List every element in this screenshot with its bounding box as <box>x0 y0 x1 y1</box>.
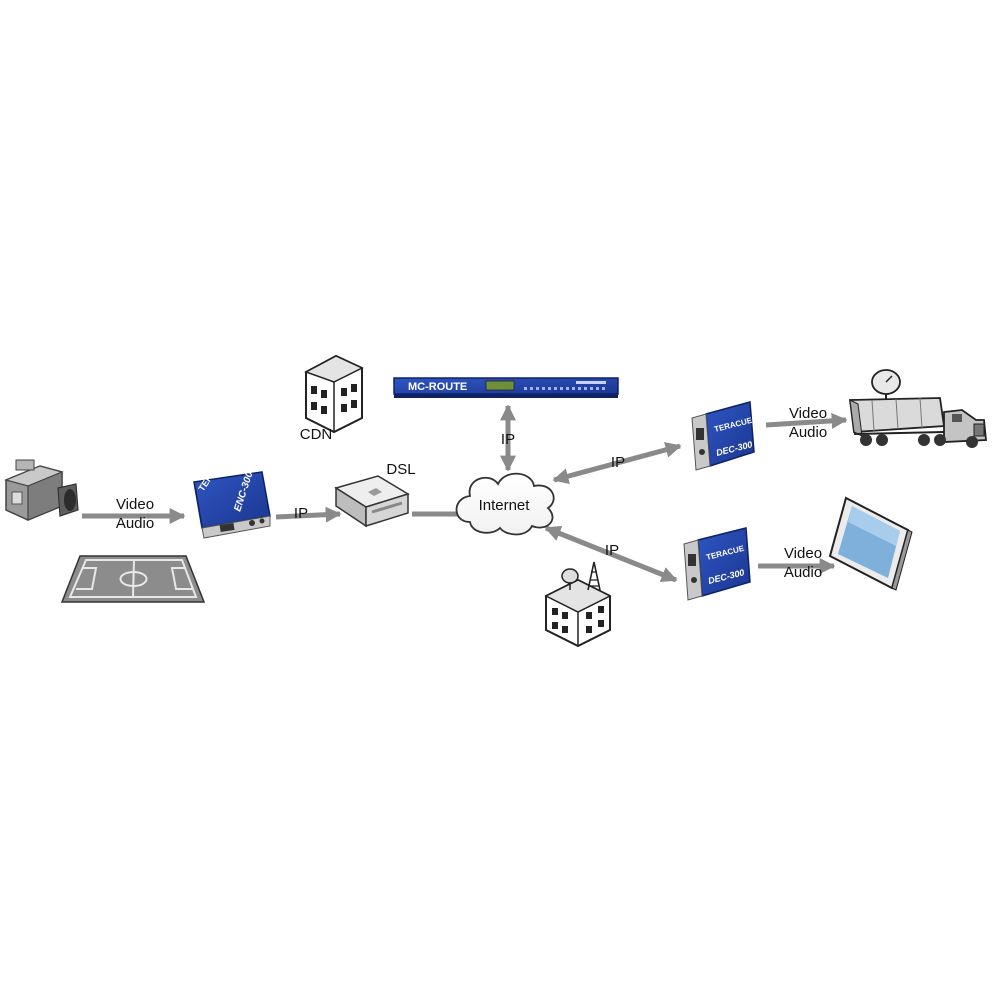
encoder-device: TERACUE ENC-300 <box>193 451 271 539</box>
video-label-truck: Video <box>789 405 827 422</box>
soccer-field-icon <box>60 555 206 603</box>
audio-label-encoder: Audio <box>116 515 154 532</box>
audio-label-monitor: Audio <box>784 564 822 581</box>
connection-lines <box>82 404 848 583</box>
audio-label-truck: Audio <box>789 424 827 441</box>
router-device: MC-ROUTE <box>393 377 619 398</box>
satellite-truck-icon <box>848 369 987 448</box>
cloud-icon <box>455 472 555 536</box>
internet-label: Internet <box>479 497 531 514</box>
cdn-label: CDN <box>300 426 333 443</box>
dsl-label: DSL <box>386 461 415 478</box>
flat-screen-monitor-icon <box>828 496 913 591</box>
video-label-monitor: Video <box>784 545 822 562</box>
ip-label-internet-router: IP <box>501 431 515 448</box>
dsl-modem-icon <box>334 475 410 528</box>
video-camera-icon <box>4 459 79 521</box>
video-label-encoder: Video <box>116 496 154 513</box>
arrow-dec-top-to-truck <box>765 412 848 429</box>
broadcast-station-icon <box>544 561 612 648</box>
ip-label-encoder-dsl: IP <box>294 505 308 522</box>
router-name: MC-ROUTE <box>408 381 467 393</box>
arrow-internet-dec-top <box>552 442 682 484</box>
ip-label-internet-dec-top: IP <box>611 454 625 471</box>
server-building-icon <box>304 354 364 434</box>
decoder-top-device: TERACUE DEC-300 <box>691 401 755 471</box>
arrow-internet-dec-bottom <box>544 525 678 583</box>
ip-label-internet-dec-bottom: IP <box>605 542 619 559</box>
decoder-bottom-device: TERACUE DEC-300 <box>683 527 751 601</box>
arrow-encoder-to-dsl <box>275 506 342 523</box>
